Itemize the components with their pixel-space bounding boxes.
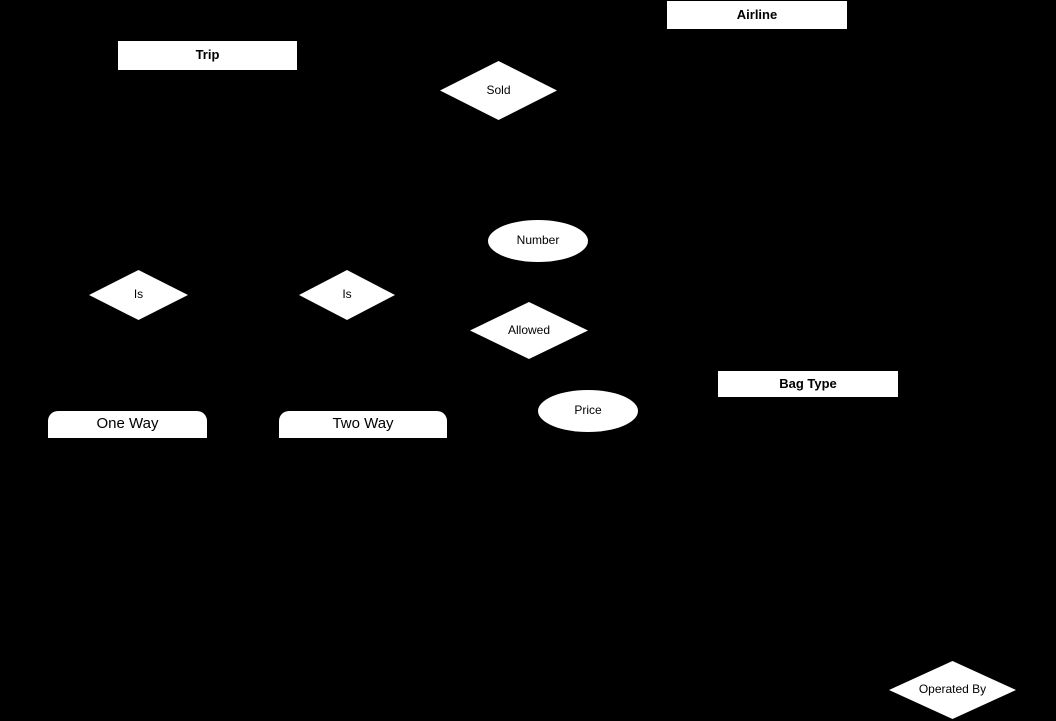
node-one-way[interactable]: One Way <box>48 411 207 438</box>
relationship-allowed[interactable]: Allowed <box>470 302 588 359</box>
relationship-sold-label: Sold <box>486 82 511 97</box>
relationship-sold[interactable]: Sold <box>440 61 557 120</box>
relationship-allowed-label: Allowed <box>507 322 551 337</box>
node-one-way-label: One Way <box>96 415 159 433</box>
relationship-is-2[interactable]: Is <box>299 270 395 320</box>
entity-airline[interactable]: Airline <box>667 1 847 29</box>
entity-trip[interactable]: Trip <box>118 41 297 70</box>
node-two-way-label: Two Way <box>332 415 394 433</box>
attribute-price[interactable]: Price <box>538 390 638 432</box>
entity-bag-type[interactable]: Bag Type <box>718 371 898 397</box>
relationship-is-1-label: Is <box>133 287 144 302</box>
relationship-operated-by-label: Operated By <box>918 682 987 697</box>
attribute-price-label: Price <box>574 403 602 418</box>
attribute-number-label: Number <box>516 233 560 248</box>
relationship-operated-by[interactable]: Operated By <box>889 661 1016 719</box>
attribute-number[interactable]: Number <box>488 220 588 262</box>
relationship-is-2-label: Is <box>342 287 352 302</box>
relationship-is-1[interactable]: Is <box>89 270 188 320</box>
node-two-way[interactable]: Two Way <box>279 411 447 438</box>
entity-airline-label: Airline <box>736 6 778 22</box>
entity-bag-type-label: Bag Type <box>779 375 837 391</box>
entity-trip-label: Trip <box>195 47 220 63</box>
